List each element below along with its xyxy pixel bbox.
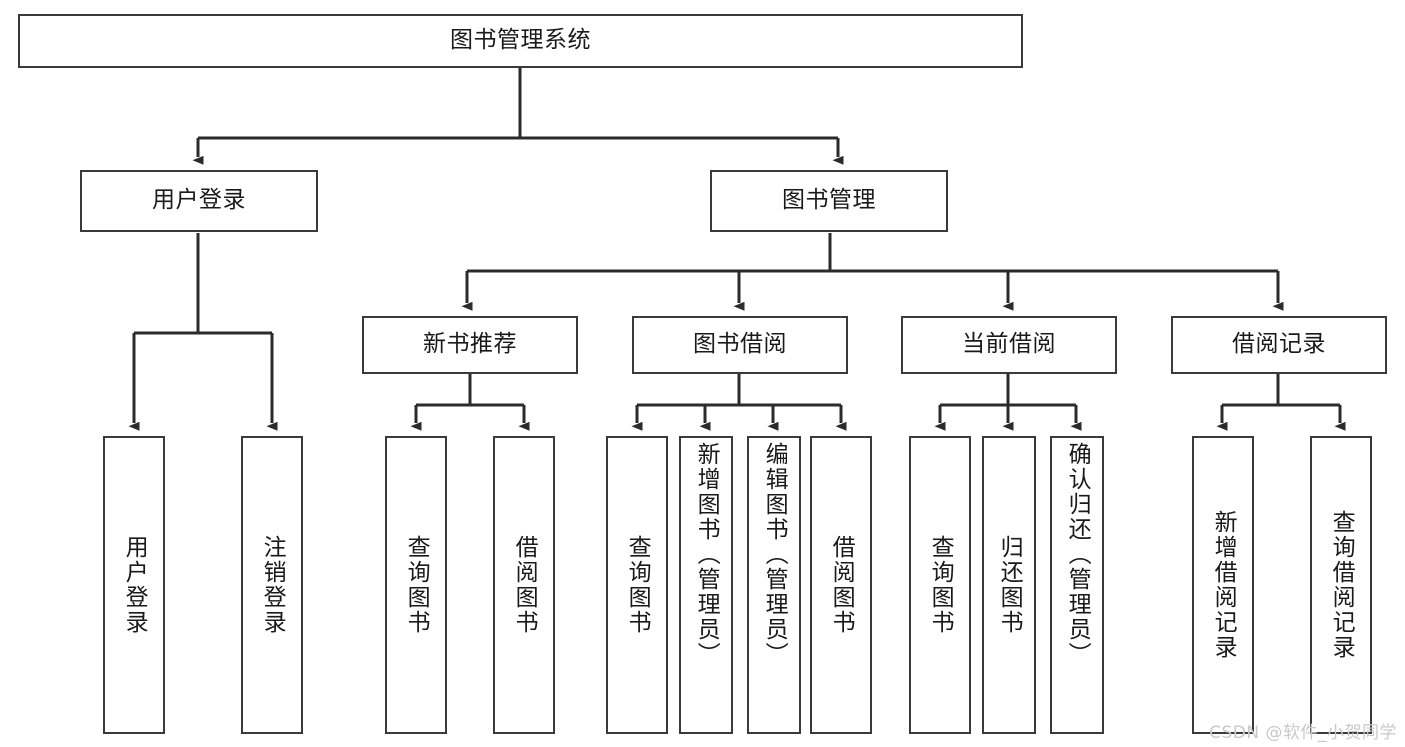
leaf-current-borrow-query-label: 查询图书 [927,535,954,635]
leaf-current-borrow-confirm[interactable]: 确认归还（管理员） [1050,436,1104,734]
leaf-book-borrow-query-label: 查询图书 [624,535,651,635]
node-user-login-label: 用户登录 [152,187,246,214]
node-borrow-record-label: 借阅记录 [1232,331,1326,358]
leaf-borrow-record-query[interactable]: 查询借阅记录 [1310,436,1372,734]
node-borrow-record[interactable]: 借阅记录 [1171,316,1387,374]
leaf-current-borrow-return[interactable]: 归还图书 [982,436,1036,734]
node-user-login[interactable]: 用户登录 [80,170,318,232]
leaf-current-borrow-query[interactable]: 查询图书 [909,436,971,734]
leaf-borrow-record-query-label: 查询借阅记录 [1328,510,1355,660]
leaf-current-borrow-return-label: 归还图书 [996,535,1023,635]
node-current-borrow-label: 当前借阅 [962,331,1056,358]
node-new-book-recommend-label: 新书推荐 [423,331,517,358]
node-root-system-label: 图书管理系统 [450,27,591,54]
leaf-book-borrow-borrow[interactable]: 借阅图书 [810,436,872,734]
node-root-system[interactable]: 图书管理系统 [18,14,1023,68]
leaf-book-borrow-edit[interactable]: 编辑图书（管理员） [747,436,801,734]
leaf-book-borrow-query[interactable]: 查询图书 [606,436,668,734]
leaf-book-borrow-add-label: 新增图书（管理员） [693,442,720,667]
node-book-borrow-label: 图书借阅 [693,331,787,358]
node-new-book-recommend[interactable]: 新书推荐 [362,316,578,374]
leaf-current-borrow-confirm-label: 确认归还（管理员） [1064,442,1091,667]
leaf-user-login-signin-label: 用户登录 [121,535,148,635]
node-current-borrow[interactable]: 当前借阅 [901,316,1117,374]
node-book-borrow[interactable]: 图书借阅 [632,316,848,374]
leaf-new-book-query[interactable]: 查询图书 [385,436,447,734]
leaf-new-book-query-label: 查询图书 [403,535,430,635]
node-book-management[interactable]: 图书管理 [710,170,948,232]
leaf-user-login-signin[interactable]: 用户登录 [103,436,165,734]
leaf-new-book-borrow-label: 借阅图书 [511,535,538,635]
leaf-book-borrow-borrow-label: 借阅图书 [828,535,855,635]
leaf-borrow-record-add[interactable]: 新增借阅记录 [1192,436,1254,734]
leaf-book-borrow-edit-label: 编辑图书（管理员） [761,442,788,667]
leaf-user-login-signout-label: 注销登录 [259,535,286,635]
leaf-book-borrow-add[interactable]: 新增图书（管理员） [679,436,733,734]
leaf-borrow-record-add-label: 新增借阅记录 [1210,510,1237,660]
leaf-new-book-borrow[interactable]: 借阅图书 [493,436,555,734]
leaf-user-login-signout[interactable]: 注销登录 [241,436,303,734]
node-book-management-label: 图书管理 [782,187,876,214]
